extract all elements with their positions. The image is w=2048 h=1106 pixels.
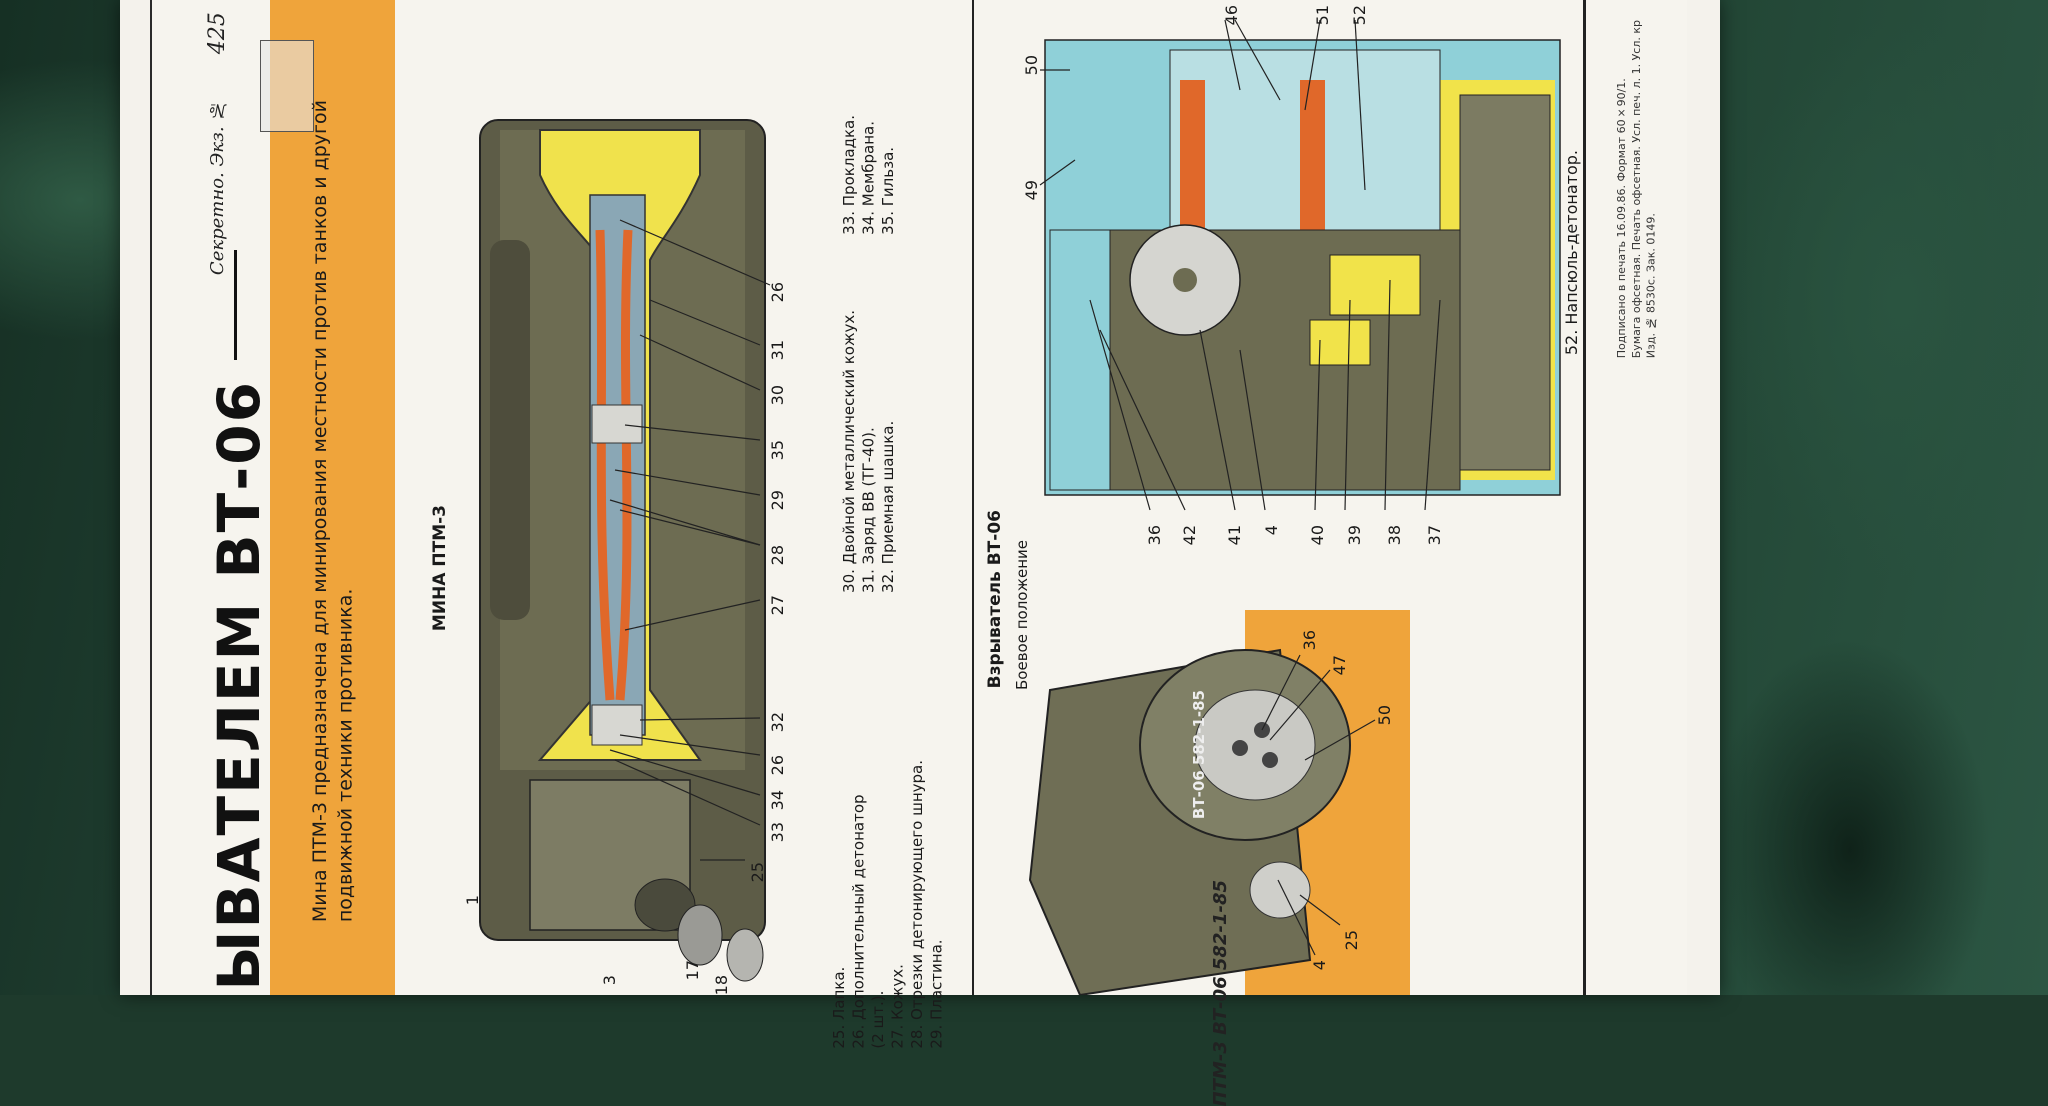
callout: 50 <box>1375 705 1394 726</box>
mine-ptm3-drawing <box>479 119 766 982</box>
callout: 41 <box>1225 525 1244 546</box>
mine-heading: МИНА ПТМ-3 <box>430 505 450 632</box>
document-stamp <box>260 40 314 132</box>
callout: 39 <box>1345 525 1364 546</box>
callout: 26 <box>768 282 787 303</box>
section-divider <box>972 0 974 995</box>
title-rule <box>234 250 237 360</box>
callout: 30 <box>768 385 787 406</box>
fuze-photo-drawing <box>1028 610 1410 995</box>
print-footer: Подписано в печать 16.09.86. Формат 60×9… <box>1615 20 1658 359</box>
callout: 38 <box>1385 525 1404 546</box>
callout: 28 <box>768 545 787 566</box>
callout: 26 <box>768 755 787 776</box>
callout: 25 <box>748 862 767 883</box>
mine-leader-lines <box>609 219 771 861</box>
fuze-heading: Взрыватель ВТ-06 <box>985 510 1005 689</box>
fuze-legend: 52. Напсюль-детонатор. <box>1562 150 1581 356</box>
mine-body-marking: ПТМ-3 ВТ-06 582-1-85 <box>1210 880 1231 1106</box>
callout: 46 <box>1222 5 1241 26</box>
callout: 1 <box>463 895 482 906</box>
callout: 40 <box>1308 525 1327 546</box>
callout: 4 <box>1262 525 1281 536</box>
callout: 29 <box>768 490 787 511</box>
description-band <box>270 0 395 995</box>
mine-legend-left: 25. Лапка. 26. Дополнительный детонатор … <box>830 760 946 1049</box>
fuze-section-leaders <box>1039 19 1441 511</box>
callout: 17 <box>683 960 702 981</box>
mine-legend-right: 33. Прокладка. 34. Мембрана. 35. Гильза. <box>840 115 897 235</box>
mine-legend-mid: 30. Двойной металлический кожух. 31. Зар… <box>840 310 897 593</box>
callout: 49 <box>1022 180 1041 201</box>
callout: 4 <box>1310 960 1329 971</box>
callout: 31 <box>768 340 787 361</box>
callout: 36 <box>1300 630 1319 651</box>
callout: 3 <box>600 975 619 986</box>
fuze-photo-leaders <box>1261 654 1376 956</box>
right-frame-line <box>1583 0 1586 995</box>
fuze-section-drawing <box>1044 39 1561 496</box>
callout: 18 <box>712 975 731 996</box>
callout: 25 <box>1342 930 1361 951</box>
callout: 33 <box>768 822 787 843</box>
fuze-body-marking: ВТ-06 582-1-85 <box>1190 690 1208 820</box>
callout: 50 <box>1022 55 1041 76</box>
callout: 27 <box>768 595 787 616</box>
callout: 34 <box>768 790 787 811</box>
callout: 36 <box>1145 525 1164 546</box>
title-band <box>188 0 268 995</box>
callout: 51 <box>1313 5 1332 26</box>
callout: 52 <box>1350 5 1369 26</box>
callout: 42 <box>1180 525 1199 546</box>
callout: 32 <box>768 712 787 733</box>
callout: 47 <box>1330 655 1349 676</box>
illustrations <box>479 19 1561 995</box>
callout: 37 <box>1425 525 1444 546</box>
callout: 35 <box>768 440 787 461</box>
fuze-subheading: Боевое положение <box>1013 540 1031 690</box>
